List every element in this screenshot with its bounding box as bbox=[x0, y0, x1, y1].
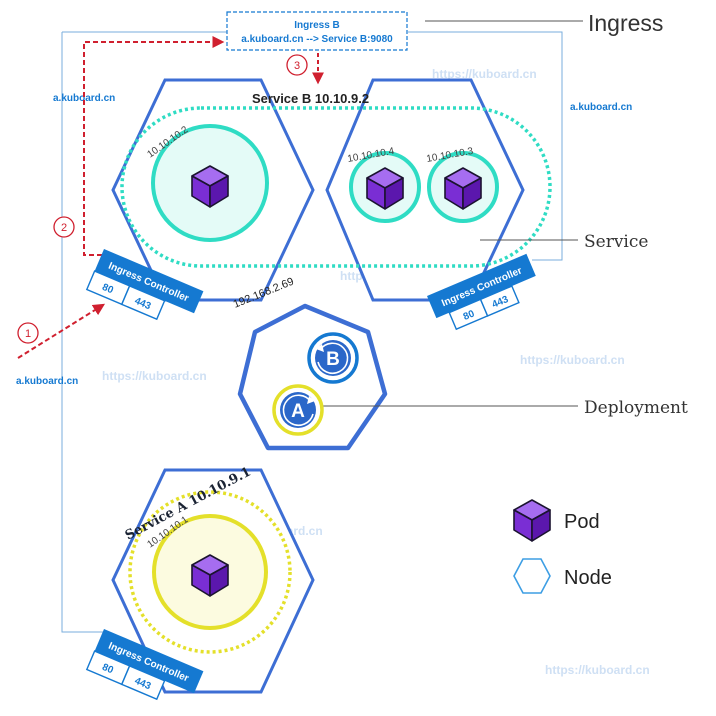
domain-label: a.kuboard.cn bbox=[53, 93, 115, 104]
deployment-callout-label: Deployment bbox=[584, 398, 688, 418]
watermark: https://kuboard.cn bbox=[545, 663, 650, 677]
refresh-icon bbox=[317, 342, 349, 375]
step-number: 3 bbox=[294, 60, 300, 72]
deployment-badge-b: B bbox=[307, 332, 359, 384]
ingress-b-box[interactable] bbox=[226, 11, 408, 51]
service-b-label: Service B 10.10.9.2 bbox=[252, 91, 369, 106]
step-badge-3 bbox=[286, 54, 308, 76]
legend-pod-icon bbox=[513, 499, 551, 542]
port-443-cell bbox=[479, 285, 520, 317]
port-http-label: 80 bbox=[462, 308, 477, 323]
deployment-badge-letter: A bbox=[291, 401, 305, 422]
deployment-badge-letter: B bbox=[326, 349, 340, 370]
cluster-outline-right bbox=[408, 31, 563, 261]
refresh-icon bbox=[282, 394, 314, 427]
route-arrow-step-1 bbox=[17, 303, 106, 359]
legend-node-icon bbox=[513, 558, 551, 594]
legend-node-label: Node bbox=[564, 567, 612, 589]
watermark: https://kuboard.cn bbox=[520, 353, 625, 367]
ingress-controller-header bbox=[94, 629, 204, 694]
service-a-ring bbox=[128, 490, 292, 654]
step-number: 2 bbox=[61, 222, 67, 234]
deployment-badge-a: A bbox=[272, 384, 324, 436]
port-443-cell bbox=[120, 285, 166, 321]
watermark: https://kuboard.cn bbox=[432, 67, 537, 81]
step-badge-1 bbox=[17, 322, 39, 344]
service-callout-label: Service bbox=[584, 232, 648, 252]
port-443-cell bbox=[120, 665, 166, 701]
service-b-ring bbox=[120, 106, 552, 268]
port-http-label: 80 bbox=[100, 282, 115, 297]
cluster-outline-left bbox=[61, 32, 108, 633]
ingress-b-rule: a.kuboard.cn --> Service B:9080 bbox=[241, 34, 393, 45]
route-arrow-step-2 bbox=[83, 36, 225, 256]
domain-label: a.kuboard.cn bbox=[570, 102, 632, 113]
step-badge-2 bbox=[53, 216, 75, 238]
ingress-controller-header bbox=[94, 249, 204, 314]
step-number: 1 bbox=[25, 328, 31, 340]
watermark: https://kuboard.cn bbox=[102, 369, 207, 383]
domain-label: a.kuboard.cn bbox=[16, 376, 78, 387]
port-http-label: 80 bbox=[100, 662, 115, 677]
legend-pod-label: Pod bbox=[564, 511, 600, 533]
ingress-callout-label: Ingress bbox=[588, 10, 663, 36]
ingress-controller-header bbox=[427, 253, 536, 319]
ingress-b-title: Ingress B bbox=[294, 20, 340, 31]
